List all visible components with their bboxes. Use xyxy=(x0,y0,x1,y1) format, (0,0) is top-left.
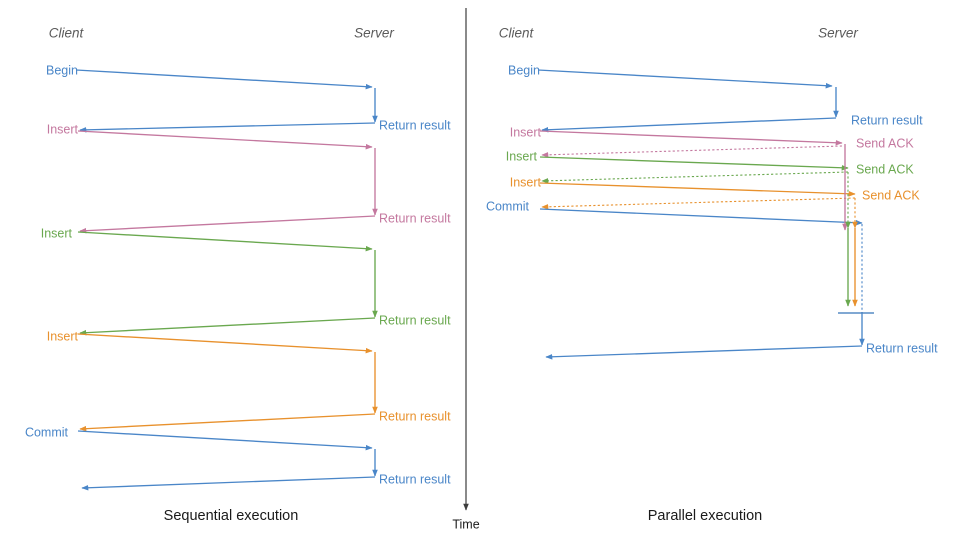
left-begin-response-arrow xyxy=(79,122,376,133)
time-axis: Time xyxy=(452,8,480,531)
right-client-label-2: Insert xyxy=(506,149,538,163)
right-server-label-2: Send ACK xyxy=(856,162,914,176)
right-client-label-0: Begin xyxy=(508,63,540,77)
time-axis-label: Time xyxy=(452,517,479,531)
right-begin-response-arrow xyxy=(541,117,837,133)
left-begin-request-arrow xyxy=(75,69,373,90)
right-commit-request-arrow xyxy=(539,208,863,226)
right-server-label-0: Return result xyxy=(851,113,923,127)
right-actor-client: Client xyxy=(499,26,535,41)
left-commit-response-arrow xyxy=(81,476,376,491)
left-insert3-request-arrow xyxy=(77,333,373,354)
right-insert1-ack-arrow xyxy=(541,145,843,158)
right-server-label-3: Send ACK xyxy=(862,188,920,202)
left-client-label-4: Commit xyxy=(25,425,69,439)
left-client-label-1: Insert xyxy=(47,122,79,136)
right-insert2-request-arrow xyxy=(539,156,849,171)
left-server-label-0: Return result xyxy=(379,118,451,132)
right-client-label-4: Commit xyxy=(486,199,530,213)
right-client-label-3: Insert xyxy=(510,175,542,189)
right-server-label-1: Send ACK xyxy=(856,136,914,150)
left-caption: Sequential execution xyxy=(164,508,299,524)
left-insert2-request-arrow xyxy=(77,231,373,252)
left-actor-server: Server xyxy=(354,26,394,41)
right-insert2-ack-arrow xyxy=(541,171,849,184)
left-client-label-3: Insert xyxy=(47,329,79,343)
left-server-label-4: Return result xyxy=(379,472,451,486)
left-actor-client: Client xyxy=(49,26,85,41)
left-commit-request-arrow xyxy=(77,430,373,451)
left-client-label-0: Begin xyxy=(46,63,78,77)
left-insert1-response-arrow xyxy=(79,215,376,234)
left-insert2-response-arrow xyxy=(79,317,376,336)
right-client-label-1: Insert xyxy=(510,125,542,139)
left-client-label-2: Insert xyxy=(41,226,73,240)
left-insert1-request-arrow xyxy=(77,130,373,150)
right-begin-request-arrow xyxy=(537,69,833,89)
right-insert3-request-arrow xyxy=(539,182,856,197)
left-server-label-1: Return result xyxy=(379,211,451,225)
left-server-label-2: Return result xyxy=(379,313,451,327)
right-caption: Parallel execution xyxy=(648,508,762,524)
right-server-label-4: Return result xyxy=(866,341,938,355)
right-commit-response-arrow xyxy=(545,345,863,360)
left-server-label-3: Return result xyxy=(379,409,451,423)
right-insert1-request-arrow xyxy=(539,130,843,146)
left-insert3-response-arrow xyxy=(79,413,376,432)
right-actor-server: Server xyxy=(818,26,858,41)
right-insert3-ack-arrow xyxy=(541,197,856,210)
